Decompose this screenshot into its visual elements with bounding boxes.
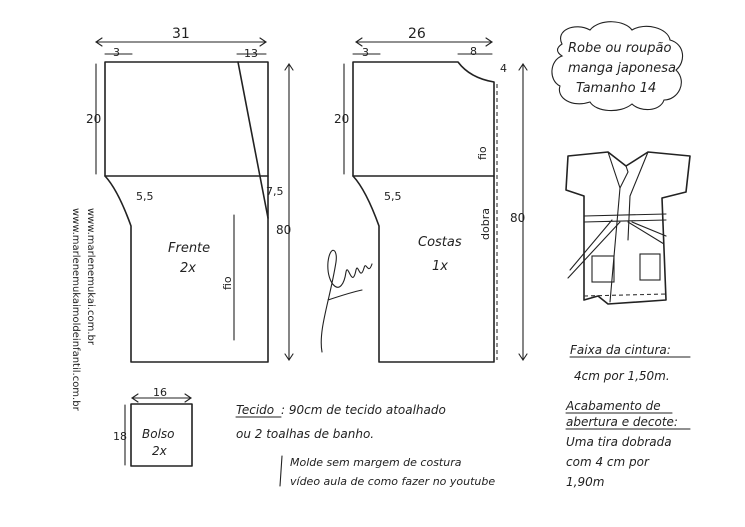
- front-grain-label: fio: [221, 276, 234, 290]
- back-total-height-label: 80: [510, 211, 525, 225]
- robe-pocket-right: [639, 253, 661, 281]
- pocket-outline: [130, 403, 193, 467]
- back-piece: 26 3 8 4 20 80 5,5 Costas 1x dobra fio: [334, 26, 528, 363]
- front-piece: 31 3 13 20 80 5,5 7,5 Frente 2x fio: [86, 26, 294, 363]
- back-width-label: 26: [408, 26, 426, 42]
- signature: [320, 249, 373, 353]
- back-outline: [352, 61, 495, 363]
- front-name: Frente: [168, 241, 210, 256]
- front-total-height-label: 80: [276, 223, 291, 237]
- front-upper-height-label: 20: [86, 112, 101, 126]
- back-neck-width-label: 8: [470, 45, 477, 58]
- finish-text-1: Uma tira dobrada: [566, 435, 672, 449]
- robe-front-edge: [609, 187, 621, 303]
- belt-value: 4cm por 1,50m.: [574, 369, 670, 383]
- fabric-text-2: ou 2 toalhas de banho.: [236, 427, 374, 441]
- robe-collar: [607, 151, 649, 241]
- back-fold-label: dobra: [479, 208, 492, 240]
- belt-info: Faixa da cintura: 4cm por 1,50m.: [569, 343, 691, 383]
- notes: Tecido : 90cm de tecido atoalhado ou 2 t…: [235, 403, 495, 488]
- robe-body: [565, 151, 691, 305]
- back-name: Costas: [418, 235, 462, 250]
- title-line-3: Tamanho 14: [576, 81, 656, 96]
- robe-illustration: [565, 151, 691, 305]
- url-1: www.marlenemukai.com.br: [85, 208, 96, 346]
- finish-text-2: com 4 cm por: [566, 455, 650, 469]
- pocket-name: Bolso: [142, 427, 175, 441]
- title-cloud: [551, 21, 684, 112]
- front-offset-left-label: 3: [113, 46, 120, 59]
- robe-belt: [567, 213, 667, 279]
- belt-label: Faixa da cintura:: [570, 343, 671, 357]
- front-offset-right-label: 13: [244, 47, 258, 60]
- fabric-label: Tecido: [236, 403, 274, 417]
- video-text: vídeo aula de como fazer no youtube: [290, 475, 495, 488]
- pocket-height-label: 18: [113, 430, 127, 443]
- front-curve-right-label: 7,5: [266, 185, 284, 198]
- url-2: www.marlenemukaimoldeinfantil.com.br: [70, 208, 81, 412]
- margin-text: Molde sem margem de costura: [290, 456, 462, 469]
- pocket-qty: 2x: [152, 444, 168, 458]
- back-offset-left-label: 3: [362, 46, 369, 59]
- finish-label-1: Acabamento de: [565, 399, 661, 413]
- title-line-1: Robe ou roupão: [568, 41, 671, 56]
- finish-text-3: 1,90m: [566, 475, 604, 489]
- front-curve-label: 5,5: [136, 190, 154, 203]
- fabric-text: : 90cm de tecido atoalhado: [281, 403, 446, 417]
- title-block: Robe ou roupão manga japonesa Tamanho 14: [551, 21, 684, 112]
- robe-pocket-left: [591, 255, 615, 283]
- pocket-width-label: 16: [153, 386, 167, 399]
- title-line-2: manga japonesa: [568, 61, 676, 76]
- back-curve-label: 5,5: [384, 190, 402, 203]
- back-upper-height-label: 20: [334, 112, 349, 126]
- front-neckline: [237, 61, 269, 219]
- back-neck-depth-label: 4: [500, 62, 507, 75]
- back-grain-label: fio: [476, 146, 489, 160]
- front-qty: 2x: [180, 261, 196, 276]
- front-width-label: 31: [172, 26, 190, 42]
- pocket-piece: 16 18 Bolso 2x: [113, 386, 193, 467]
- back-qty: 1x: [432, 259, 448, 274]
- front-outline: [104, 61, 269, 363]
- finish-label-2: abertura e decote:: [566, 415, 678, 429]
- finish-info: Acabamento de abertura e decote: Uma tir…: [565, 399, 691, 489]
